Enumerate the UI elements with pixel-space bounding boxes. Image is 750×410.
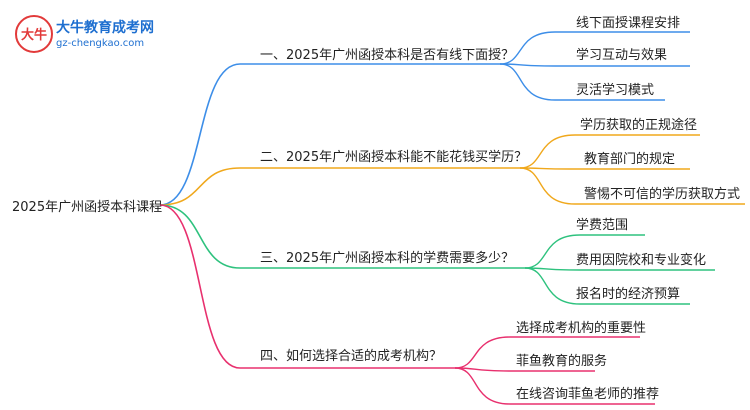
branch-connector — [159, 63, 241, 206]
svg-text:大牛: 大牛 — [21, 27, 47, 43]
branch-node-3: 三、2025年广州函授本科的学费需要多少？ — [260, 251, 515, 266]
root-node: 2025年广州函授本科课程 — [12, 200, 163, 215]
leaf-connector — [524, 234, 581, 269]
leaf-node: 学费范围 — [576, 218, 629, 233]
leaf-node: 灵活学习模式 — [576, 83, 655, 98]
branch-node-4: 四、如何选择合适的成考机构？ — [260, 349, 443, 364]
leaf-node: 报名时的经济预算 — [576, 287, 681, 302]
site-logo[interactable]: 大牛 大牛教育成考网 gz-chengkao.com — [14, 14, 164, 54]
logo-mark-icon: 大牛 — [15, 15, 53, 53]
leaf-node: 在线咨询菲鱼老师的推荐 — [516, 387, 660, 402]
branch-node-1: 一、2025年广州函授本科是否有线下面授？ — [260, 48, 515, 63]
leaf-connector — [454, 336, 511, 369]
leaf-connector — [519, 167, 576, 205]
branch-connector — [159, 204, 241, 269]
leaf-node: 菲鱼教育的服务 — [516, 354, 608, 369]
leaf-connector — [519, 134, 576, 169]
leaf-node: 费用因院校和专业变化 — [576, 253, 707, 268]
leaf-connector — [499, 63, 556, 101]
leaf-connector — [519, 167, 576, 170]
leaf-connector — [454, 367, 511, 372]
leaf-connector — [499, 31, 556, 65]
leaf-node: 学习互动与效果 — [576, 48, 668, 63]
branch-connector — [159, 204, 241, 369]
leaf-connector — [524, 267, 581, 271]
leaf-connector — [454, 367, 511, 405]
leaf-node: 警惕不可信的学历获取方式 — [584, 187, 741, 202]
leaf-node: 教育部门的规定 — [584, 152, 676, 167]
leaf-connector — [524, 267, 581, 305]
logo-title: 大牛教育成考网 — [56, 20, 154, 36]
logo-url: gz-chengkao.com — [56, 38, 145, 49]
branch-connector — [159, 167, 241, 206]
branch-node-2: 二、2025年广州函授本科能不能花钱买学历？ — [260, 150, 528, 165]
leaf-connector — [499, 63, 556, 67]
leaf-node: 线下面授课程安排 — [576, 16, 681, 31]
leaf-node: 学历获取的正规途径 — [580, 118, 698, 133]
leaf-node: 选择成考机构的重要性 — [516, 321, 647, 336]
